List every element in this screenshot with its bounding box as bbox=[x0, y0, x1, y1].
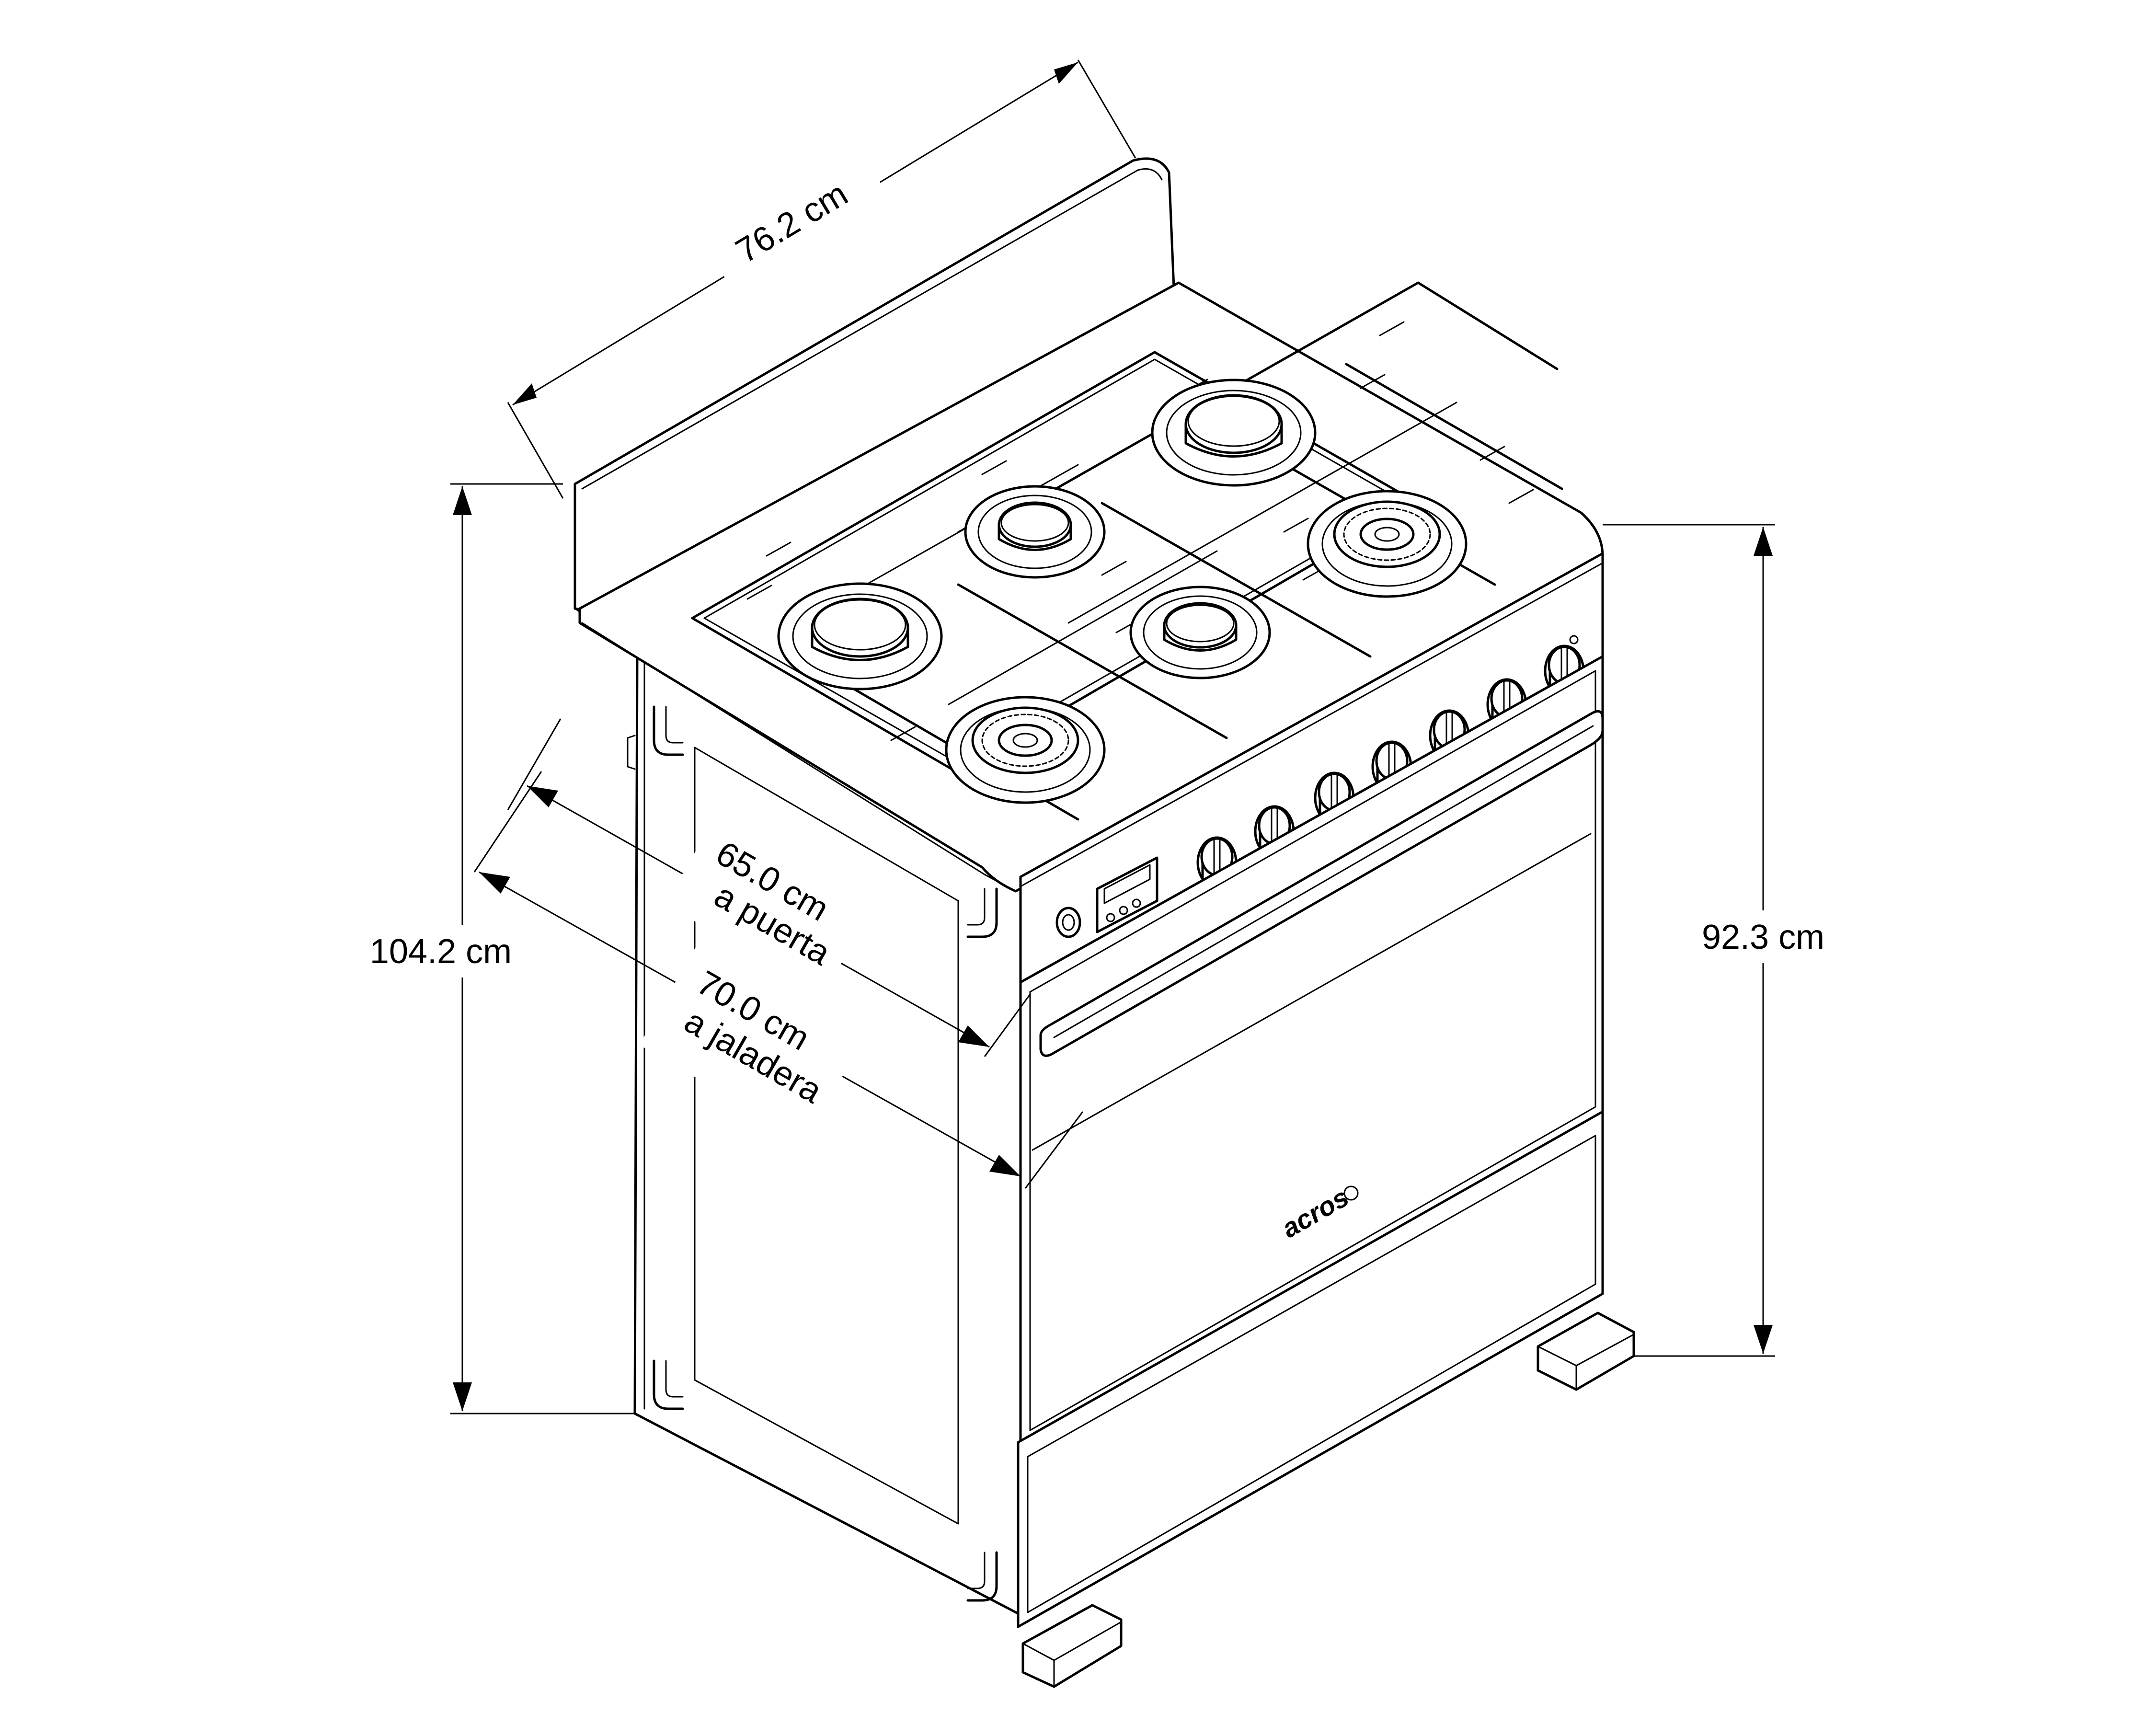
storage-drawer[interactable] bbox=[1017, 1110, 1604, 1628]
dimension-body-height: 92.3 cm bbox=[1603, 524, 1859, 1357]
burner-center-front bbox=[1131, 587, 1270, 678]
control-panel bbox=[1019, 552, 1604, 984]
timer-display bbox=[1096, 856, 1158, 933]
burner-rear-right-large bbox=[1152, 380, 1315, 485]
body-height-label: 92.3 cm bbox=[1702, 918, 1824, 956]
dimension-depth-door: 65.0 cm a puerta bbox=[507, 718, 1031, 1057]
igniter-button[interactable] bbox=[1055, 907, 1081, 938]
dimension-total-height: 104.2 cm bbox=[355, 483, 635, 1414]
oven-handle[interactable] bbox=[1039, 710, 1604, 1057]
oven-light-indicator bbox=[1569, 635, 1579, 644]
total-height-label: 104.2 cm bbox=[370, 932, 512, 971]
foot-front-right bbox=[1537, 1311, 1635, 1391]
burner-front-left-wok bbox=[946, 697, 1104, 803]
burner-center-rear bbox=[965, 486, 1104, 577]
burner-rear-right-wok bbox=[1308, 491, 1466, 597]
foot-front-left bbox=[1021, 1604, 1123, 1688]
burner-front-left-large bbox=[779, 584, 941, 689]
